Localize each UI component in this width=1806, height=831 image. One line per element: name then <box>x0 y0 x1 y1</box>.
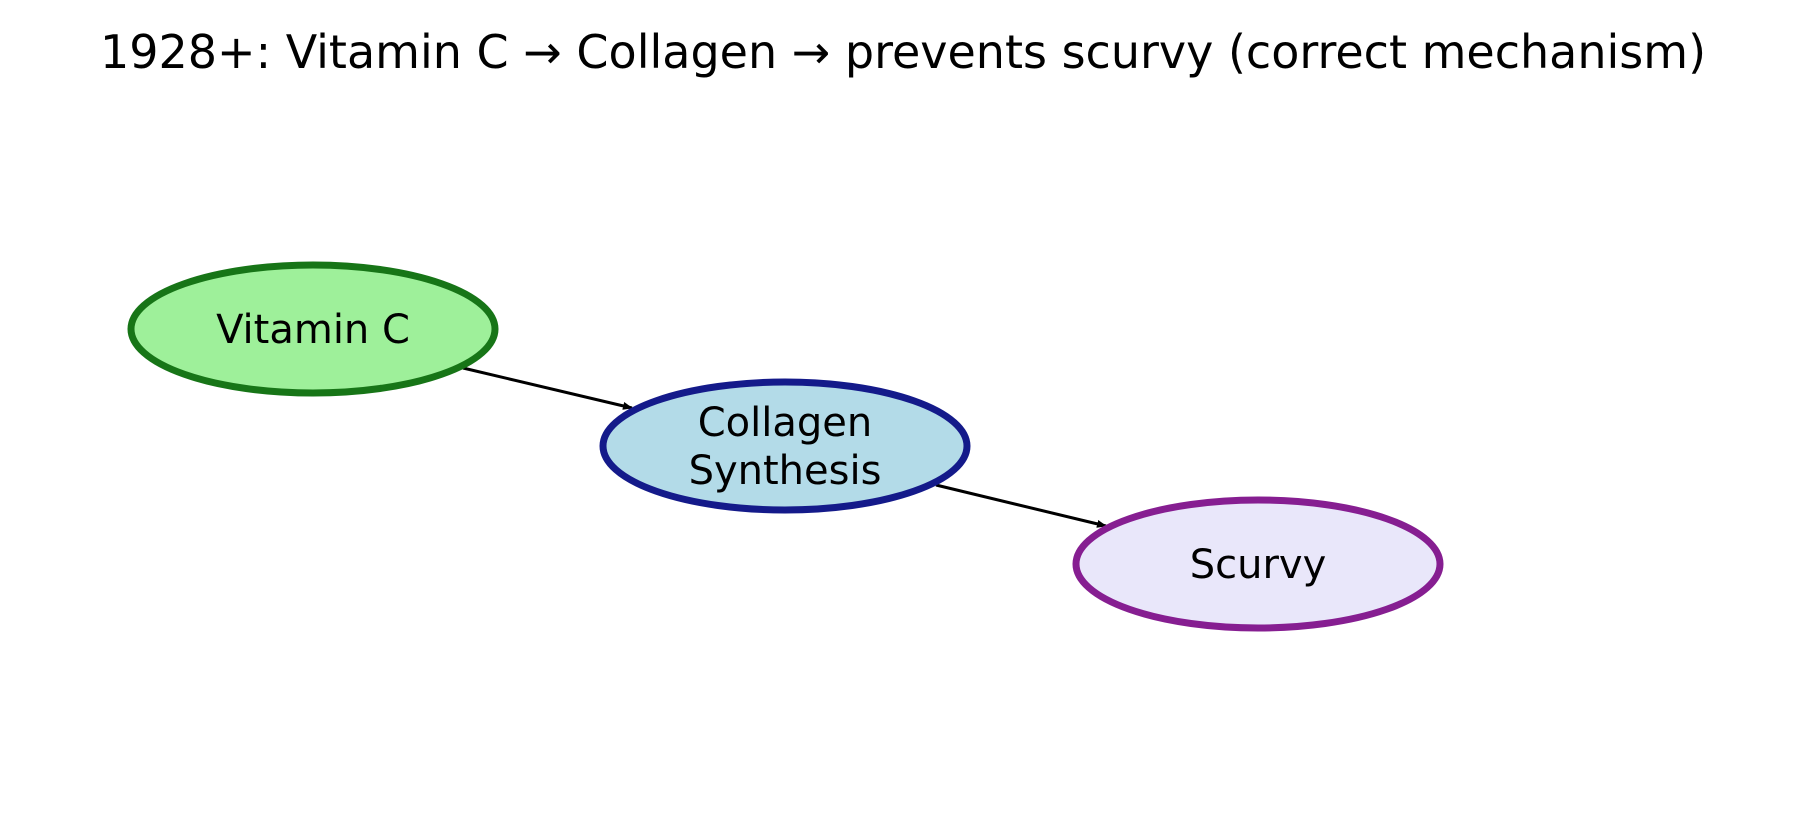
node-label-vitamin-c: Vitamin C <box>216 307 410 353</box>
node-scurvy: Scurvy <box>1072 496 1444 632</box>
edges-layer <box>462 366 1107 528</box>
node-label-collagen-synthesis: Synthesis <box>689 448 882 494</box>
node-label-scurvy: Scurvy <box>1190 542 1327 588</box>
diagram-title: 1928+: Vitamin C → Collagen → prevents s… <box>100 25 1706 79</box>
node-vitamin-c: Vitamin C <box>127 261 499 397</box>
node-label-collagen-synthesis: Collagen <box>698 400 873 446</box>
edge-collagen-synthesis-to-scurvy <box>935 483 1107 528</box>
edge-vitamin-c-to-collagen-synthesis <box>462 366 633 410</box>
node-shape-collagen-synthesis <box>599 378 971 514</box>
node-shape-vitamin-c <box>127 261 499 397</box>
node-shape-scurvy <box>1072 496 1444 632</box>
